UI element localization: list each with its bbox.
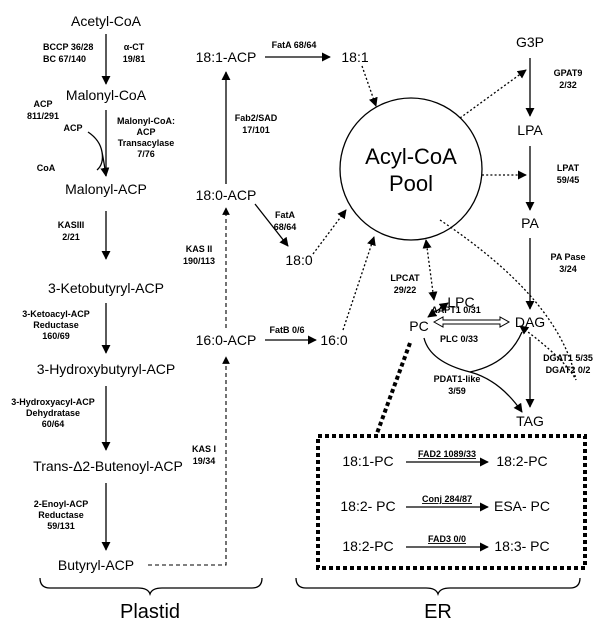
enzyme-aapt1: AAPT1 0/31	[431, 305, 481, 315]
enzyme-had-line3: 60/64	[42, 419, 65, 429]
arrow-pool-to-gpat9	[459, 69, 527, 119]
arrow-butyryl-to-16-0-acp	[148, 356, 230, 566]
arrow-acp-to-coa	[87, 131, 106, 176]
enzyme-kasiii-value: 2/21	[62, 232, 80, 242]
arrow-pool-to-dgat	[439, 219, 577, 381]
arrow-16-0-to-pool	[342, 236, 376, 331]
enzyme-lpcat-name: LPCAT	[390, 273, 420, 283]
arrow-18-0-acp-to-18-0	[254, 203, 289, 247]
enzyme-ear-line2: Reductase	[38, 510, 84, 520]
enzyme-sad-name: Fab2/SAD	[235, 113, 278, 123]
enzyme-kasi-value: 19/34	[193, 456, 216, 466]
box-18-2-pc-b: 18:2- PC	[340, 498, 395, 514]
enzyme-kar-line2: Reductase	[33, 320, 79, 330]
enzyme-fatb: FatB 0/6	[269, 325, 304, 335]
enzyme-kasii-value: 190/113	[183, 256, 215, 266]
box-18-3-pc: 18:3- PC	[494, 538, 549, 554]
arrow-dag-join	[469, 331, 523, 373]
enzyme-gpat9-value: 2/32	[559, 80, 577, 90]
enzyme-act-name: α-CT	[124, 42, 145, 52]
enzyme-act-value: 19/81	[123, 54, 146, 64]
ffa-18-0: 18:0	[285, 252, 312, 268]
enzyme-papase-name: PA Pase	[550, 252, 585, 262]
enzyme-papase-value: 3/24	[559, 264, 577, 274]
metabolite-ketobutyryl-acp: 3-Ketobutyryl-ACP	[48, 280, 164, 296]
arrow-lpc-pc	[427, 302, 449, 318]
metabolite-pc: PC	[409, 318, 428, 334]
enzyme-kar-line1: 3-Ketoacyl-ACP	[22, 309, 90, 319]
arrow-pc-dag-exchange	[432, 316, 511, 328]
enzyme-acp-value: 811/291	[27, 111, 59, 121]
cofactor-acp: ACP	[63, 123, 82, 133]
ffa-18-1: 18:1	[341, 49, 368, 65]
region-label-plastid: Plastid	[120, 601, 180, 623]
enzyme-kasi-name: KAS I	[192, 444, 216, 454]
enzyme-fad2: FAD2 1089/33	[418, 449, 476, 459]
enzyme-fata-top: FatA 68/64	[272, 40, 317, 50]
enzyme-gpat9-name: GPAT9	[554, 68, 583, 78]
box-18-2-pc-a: 18:2-PC	[496, 453, 547, 469]
enzyme-lpat-name: LPAT	[557, 163, 580, 173]
desaturation-box	[316, 434, 587, 570]
enzyme-mcat-line2: ACP	[136, 127, 155, 137]
metabolite-16-0-acp: 16:0-ACP	[196, 332, 257, 348]
metabolite-butyryl-acp: Butyryl-ACP	[58, 557, 134, 573]
enzyme-fata2-name: FatA	[275, 210, 296, 220]
enzyme-kar-line3: 160/69	[42, 331, 70, 341]
enzyme-ear-line1: 2-Enoyl-ACP	[34, 499, 89, 509]
box-18-1-pc: 18:1-PC	[342, 453, 393, 469]
metabolite-pa: PA	[521, 215, 539, 231]
box-18-2-pc-c: 18:2-PC	[342, 538, 393, 554]
arrow-pool-lpcat	[422, 239, 438, 301]
enzyme-acp-name: ACP	[33, 99, 52, 109]
metabolite-hydroxybutyryl-acp: 3-Hydroxybutyryl-ACP	[37, 361, 175, 377]
enzyme-lpcat-value: 29/22	[394, 285, 417, 295]
region-label-er: ER	[424, 601, 452, 623]
enzyme-had-line2: Dehydratase	[26, 408, 80, 418]
metabolite-lpc: LPC	[447, 294, 474, 310]
metabolite-lpa: LPA	[517, 122, 543, 138]
enzyme-conj: Conj 284/87	[422, 494, 472, 504]
enzyme-mcat-line1: Malonyl-CoA:	[117, 116, 175, 126]
arrow-18-1-to-pool	[361, 65, 378, 107]
enzyme-sad-value: 17/101	[242, 125, 270, 135]
metabolite-18-1-acp: 18:1-ACP	[196, 49, 257, 65]
metabolite-18-0-acp: 18:0-ACP	[196, 187, 257, 203]
metabolite-tag: TAG	[516, 413, 544, 429]
metabolite-acetyl-coa: Acetyl-CoA	[71, 13, 142, 29]
enzyme-pdat-line1: PDAT1-like	[434, 374, 481, 384]
enzyme-lpat-value: 59/45	[557, 175, 580, 185]
enzyme-bc: BC 67/140	[43, 54, 86, 64]
pool-label-line1: Acyl-CoA	[365, 144, 457, 169]
enzyme-plc: PLC 0/33	[440, 334, 478, 344]
metabolite-butenoyl-acp: Trans-Δ2-Butenoyl-ACP	[33, 458, 183, 474]
enzyme-kasiii-name: KASIII	[58, 220, 85, 230]
cofactor-coa: CoA	[37, 163, 56, 173]
enzyme-fad3: FAD3 0/0	[428, 534, 466, 544]
enzyme-dgat2: DGAT2 0/2	[546, 365, 591, 375]
pool-label-line2: Pool	[389, 171, 433, 196]
enzyme-mcat-line3: Transacylase	[118, 138, 175, 148]
metabolite-dag: DAG	[515, 314, 545, 330]
enzyme-dgat1: DGAT1 5/35	[543, 353, 593, 363]
metabolite-g3p: G3P	[516, 34, 544, 50]
arrow-18-0-to-pool	[312, 209, 347, 255]
ffa-16-0: 16:0	[320, 332, 347, 348]
enzyme-bccp: BCCP 36/28	[43, 42, 93, 52]
enzyme-ear-line3: 59/131	[47, 521, 75, 531]
acyl-coa-pool-circle	[339, 97, 483, 241]
plastid-brace	[39, 577, 263, 597]
enzyme-kasii-name: KAS II	[186, 244, 213, 254]
enzyme-pdat-line2: 3/59	[448, 386, 466, 396]
enzyme-fata2-value: 68/64	[274, 222, 297, 232]
callout-pc-to-box	[374, 342, 412, 437]
metabolite-malonyl-acp: Malonyl-ACP	[65, 181, 147, 197]
enzyme-mcat-line4: 7/76	[137, 149, 155, 159]
enzyme-had-line1: 3-Hydroxyacyl-ACP	[11, 397, 95, 407]
metabolite-malonyl-coa: Malonyl-CoA	[66, 87, 147, 103]
box-esa-pc: ESA- PC	[494, 498, 550, 514]
er-brace	[295, 577, 581, 597]
